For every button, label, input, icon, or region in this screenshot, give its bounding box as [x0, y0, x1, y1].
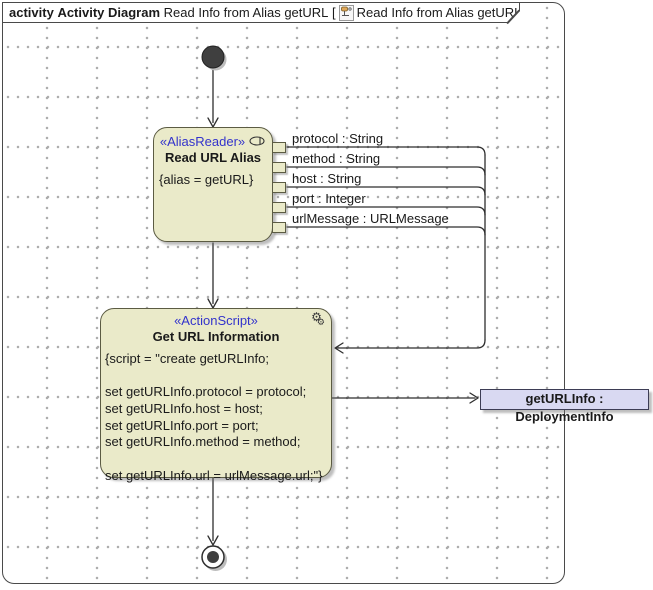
gears-icon: ⚙⚙: [311, 311, 325, 328]
action-name: Get URL Information: [101, 328, 331, 345]
reader-body: {alias = getURL}: [154, 172, 272, 188]
output-pin-protocol[interactable]: [272, 142, 286, 153]
alias-reader-icon: [249, 134, 266, 149]
script-line: [105, 451, 327, 468]
output-pin-port[interactable]: [272, 202, 286, 213]
object-node-geturlinfo[interactable]: getURLInfo : DeploymentInfo: [480, 389, 649, 410]
action-node-read-url-alias[interactable]: «AliasReader» Read URL Alias {alias = ge…: [153, 127, 273, 242]
pin-label-port[interactable]: port : Integer: [292, 191, 366, 206]
action-node-get-url-information[interactable]: ⚙⚙ «ActionScript» Get URL Information {s…: [100, 308, 332, 478]
frame-diagram-name: Read Info from Alias getURL: [164, 5, 329, 20]
pin-label-host[interactable]: host : String: [292, 171, 361, 186]
activity-diagram-icon: [339, 5, 354, 21]
frame-kind-label: activity: [9, 5, 54, 20]
script-line: {script = "create getURLInfo;: [105, 351, 327, 368]
script-line: set getURLInfo.protocol = protocol;: [105, 384, 327, 401]
object-flow-action-to-geturlinfo[interactable]: [332, 393, 478, 403]
reader-name: Read URL Alias: [154, 149, 272, 166]
output-pin-urlmessage[interactable]: [272, 222, 286, 233]
pin-label-protocol[interactable]: protocol : String: [292, 131, 383, 146]
output-pin-method[interactable]: [272, 162, 286, 173]
reader-stereotype: «AliasReader»: [160, 134, 245, 149]
control-flow-action-to-final[interactable]: [208, 478, 218, 545]
action-script-body: {script = "create getURLInfo; set getURL…: [101, 351, 331, 485]
script-line: set getURLInfo.url = urlMessage.url;"}: [105, 468, 327, 485]
frame-ref-name: Read Info from Alias getURL: [357, 5, 522, 20]
control-flow-initial-to-reader[interactable]: [208, 69, 218, 128]
pin-label-urlmessage[interactable]: urlMessage : URLMessage: [292, 211, 449, 226]
output-pin-host[interactable]: [272, 182, 286, 193]
activity-final-node[interactable]: [202, 546, 227, 571]
script-line: set getURLInfo.method = method;: [105, 434, 327, 451]
script-line: set getURLInfo.port = port;: [105, 418, 327, 435]
action-stereotype: «ActionScript»: [174, 313, 258, 328]
frame-bracket-open: [: [332, 5, 336, 20]
pin-label-method[interactable]: method : String: [292, 151, 380, 166]
frame-diagram-type: Activity Diagram: [57, 5, 160, 20]
script-line: [105, 368, 327, 385]
script-line: set getURLInfo.host = host;: [105, 401, 327, 418]
initial-node[interactable]: [202, 46, 227, 71]
frame-header: activity Activity Diagram Read Info from…: [2, 2, 520, 23]
control-flow-reader-to-action[interactable]: [208, 243, 218, 308]
